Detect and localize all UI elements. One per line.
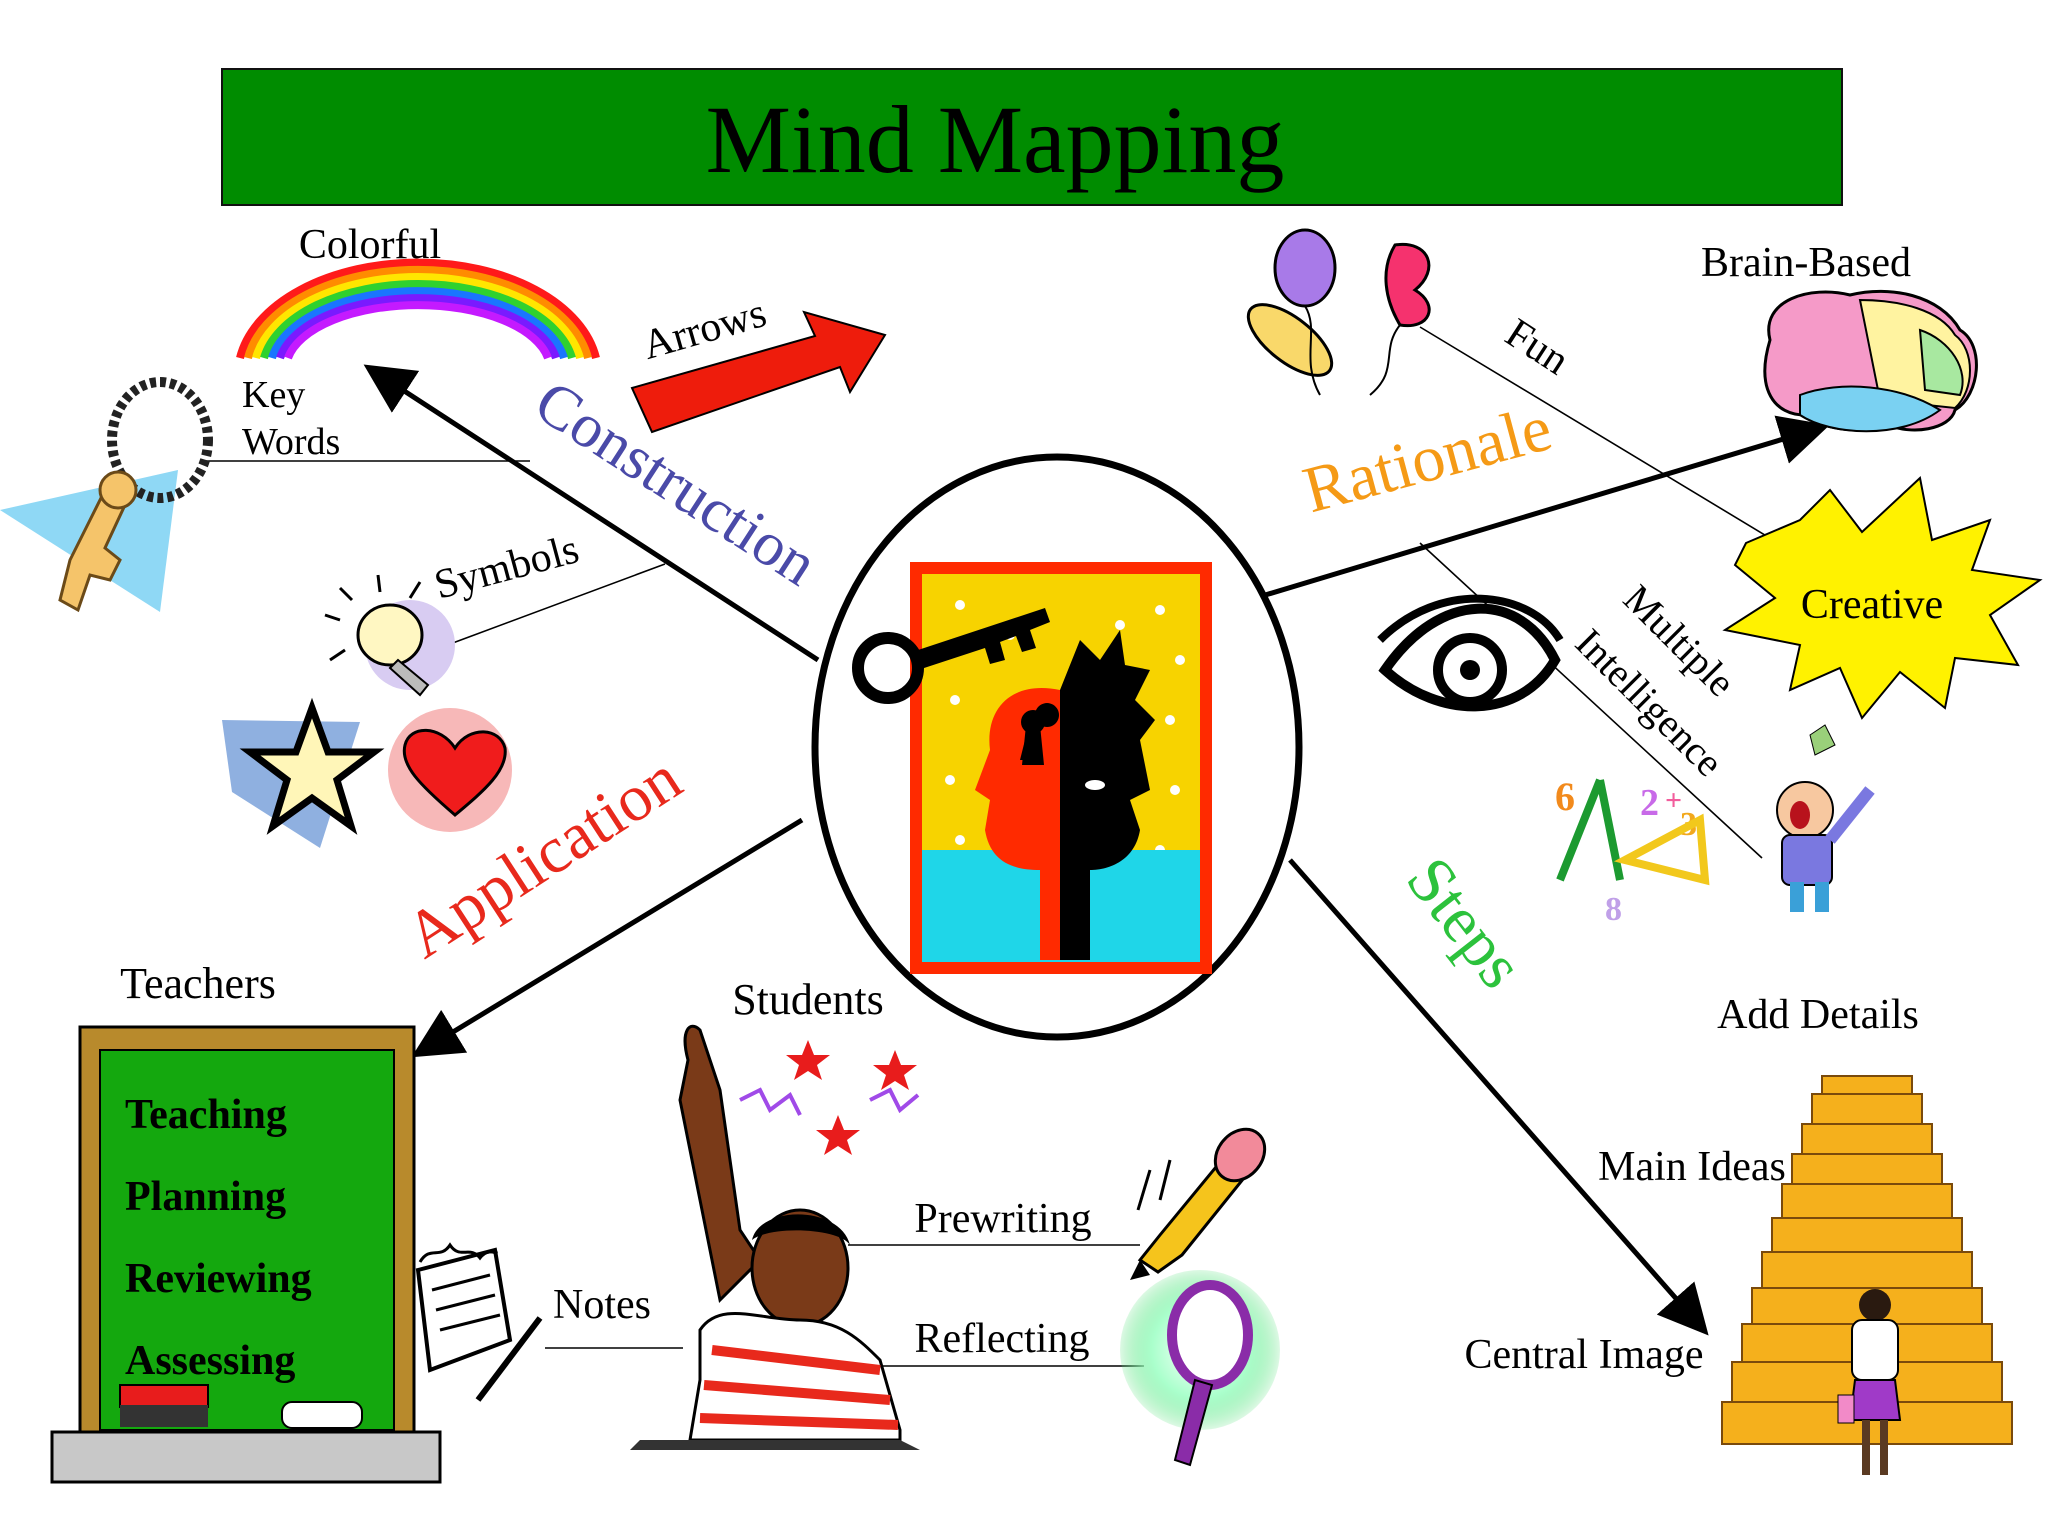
pencil-icon [1130, 1127, 1267, 1280]
central-image [811, 453, 1303, 1041]
starburst-icon [1722, 476, 2043, 720]
key-icon [0, 377, 213, 613]
lightbulb-icon [324, 574, 455, 697]
label-reflecting: Reflecting [915, 1316, 1090, 1362]
chalkboard-icon [50, 1025, 442, 1484]
svg-text:8: 8 [1605, 891, 1622, 928]
label-brain-based: Brain-Based [1701, 240, 1911, 286]
student-icon [630, 1024, 920, 1450]
chalkboard-item: Teaching [125, 1092, 287, 1138]
label-creative: Creative [1801, 582, 1943, 628]
mirror-icon [1120, 1270, 1280, 1467]
chalkboard-item: Assessing [125, 1338, 295, 1384]
branch-steps: Steps [1392, 844, 1538, 1002]
eye-icon [1377, 594, 1564, 712]
chalkboard-item: Reviewing [125, 1256, 312, 1302]
label-fun: Fun [1497, 310, 1577, 384]
svg-text:+: + [1665, 784, 1682, 817]
main-arrows [363, 364, 1830, 1336]
connector-lines [205, 326, 1799, 1367]
svg-text:2: 2 [1640, 782, 1659, 824]
brain-icon [1763, 289, 1978, 433]
head-keyhole-icon [910, 562, 1212, 974]
singing-child-icon [1776, 724, 1875, 912]
label-teachers: Teachers [120, 959, 276, 1008]
title-bar: Mind Mapping [221, 68, 1843, 206]
label-colorful: Colorful [299, 222, 441, 268]
key-in-lock-icon [852, 608, 1050, 704]
math-symbols-icon: 6 2 + 3 8 [1555, 774, 1710, 928]
label-symbols: Symbols [430, 526, 584, 608]
label-central-image: Central Image [1464, 1332, 1703, 1378]
label-words: Words [242, 421, 340, 463]
sparkle-stars-icon [739, 1040, 920, 1155]
label-main-ideas: Main Ideas [1598, 1144, 1786, 1190]
heart-icon [388, 708, 512, 832]
arrow-icon [630, 310, 887, 434]
balloons-icon [1246, 228, 1431, 396]
page-title: Mind Mapping [706, 86, 1285, 193]
notepad-icon [415, 1242, 543, 1402]
label-prewriting: Prewriting [914, 1196, 1091, 1242]
rainbow-icon [236, 258, 600, 360]
branch-rationale: Rationale [1296, 391, 1559, 527]
label-notes: Notes [553, 1282, 651, 1328]
label-students: Students [732, 975, 884, 1024]
chalkboard-text: Teaching Planning Reviewing Assessing [125, 1092, 312, 1384]
chalkboard-item: Planning [125, 1174, 286, 1220]
label-key: Key [242, 374, 305, 416]
star-icon [222, 697, 385, 848]
svg-text:6: 6 [1555, 774, 1575, 819]
woman-icon [1837, 1289, 1902, 1475]
label-add-details: Add Details [1717, 992, 1919, 1038]
